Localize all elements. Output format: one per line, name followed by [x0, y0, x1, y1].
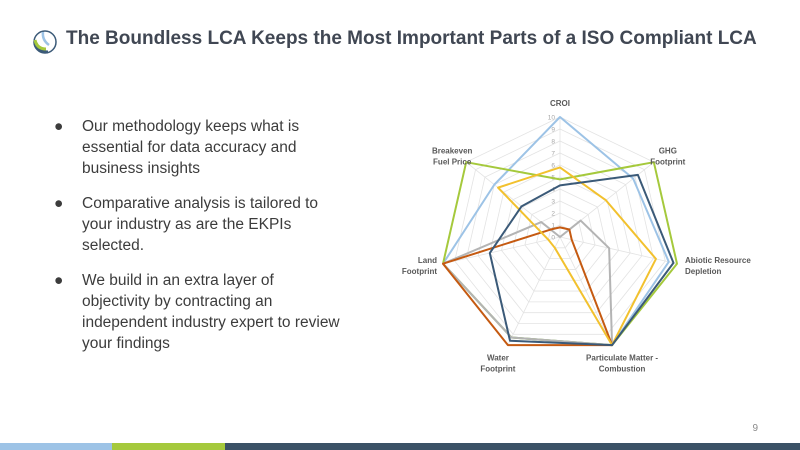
axis-label: Land	[418, 256, 437, 265]
page-number: 9	[752, 423, 758, 434]
bullet-item: ● Our methodology keeps what is essential…	[52, 116, 342, 179]
axis-label: Footprint	[480, 365, 515, 374]
tick-label: 7	[551, 151, 555, 158]
bullet-list: ● Our methodology keeps what is essential…	[52, 116, 342, 368]
tick-label: 2	[551, 211, 555, 218]
grid-ring	[512, 188, 608, 281]
page-title: The Boundless LCA Keeps the Most Importa…	[66, 28, 757, 49]
series-line-5	[497, 166, 657, 347]
series-line-6	[488, 173, 675, 347]
company-logo	[33, 30, 57, 54]
axis-label: Water	[487, 354, 509, 363]
tick-label: 8	[551, 139, 555, 146]
series-line-4	[442, 226, 614, 347]
axis-label: Footprint	[402, 267, 437, 276]
footer-bar-blue	[0, 443, 112, 450]
tick-label: 9	[551, 127, 555, 134]
grid-ring	[454, 128, 666, 335]
grid-ring	[501, 176, 619, 292]
bullet-icon: ●	[54, 195, 64, 212]
axis-label: Combustion	[599, 365, 646, 374]
bullet-text: Comparative analysis is tailored to your…	[82, 195, 319, 254]
axis-label: Footprint	[650, 158, 685, 167]
tick-label: 10	[548, 115, 556, 122]
axis-label: Breakeven	[432, 147, 473, 156]
bullet-icon: ●	[54, 272, 64, 289]
grid-ring	[477, 152, 643, 314]
series-line-1	[442, 116, 670, 347]
axis-label: Fuel Price	[433, 158, 472, 167]
tick-label: 1	[551, 223, 555, 230]
axis-label: Depletion	[685, 267, 722, 276]
grid-spoke	[442, 236, 561, 265]
axis-label: GHG	[659, 147, 677, 156]
axis-label: CROI	[550, 99, 570, 108]
grid-spoke	[559, 236, 678, 265]
grid-spoke	[559, 236, 613, 346]
bullet-text: We build in an extra layer of objectivit…	[82, 272, 340, 352]
series-line-3	[442, 219, 614, 347]
footer-bar-green	[112, 443, 225, 450]
grid-ring	[524, 200, 596, 270]
grid-ring	[489, 164, 631, 303]
bullet-item: ● We build in an extra layer of objectivi…	[52, 270, 342, 354]
axis-label: Abiotic Resource	[685, 256, 751, 265]
bullet-text: Our methodology keeps what is essential …	[82, 118, 300, 177]
footer-bar-dark	[225, 443, 800, 450]
tick-label: 0	[551, 235, 555, 242]
bullet-icon: ●	[54, 118, 64, 135]
bullet-item: ● Comparative analysis is tailored to you…	[52, 193, 342, 256]
grid-spoke	[507, 236, 561, 346]
axis-label: Particulate Matter -	[586, 354, 658, 363]
tick-label: 3	[551, 199, 555, 206]
tick-label: 6	[551, 163, 555, 170]
